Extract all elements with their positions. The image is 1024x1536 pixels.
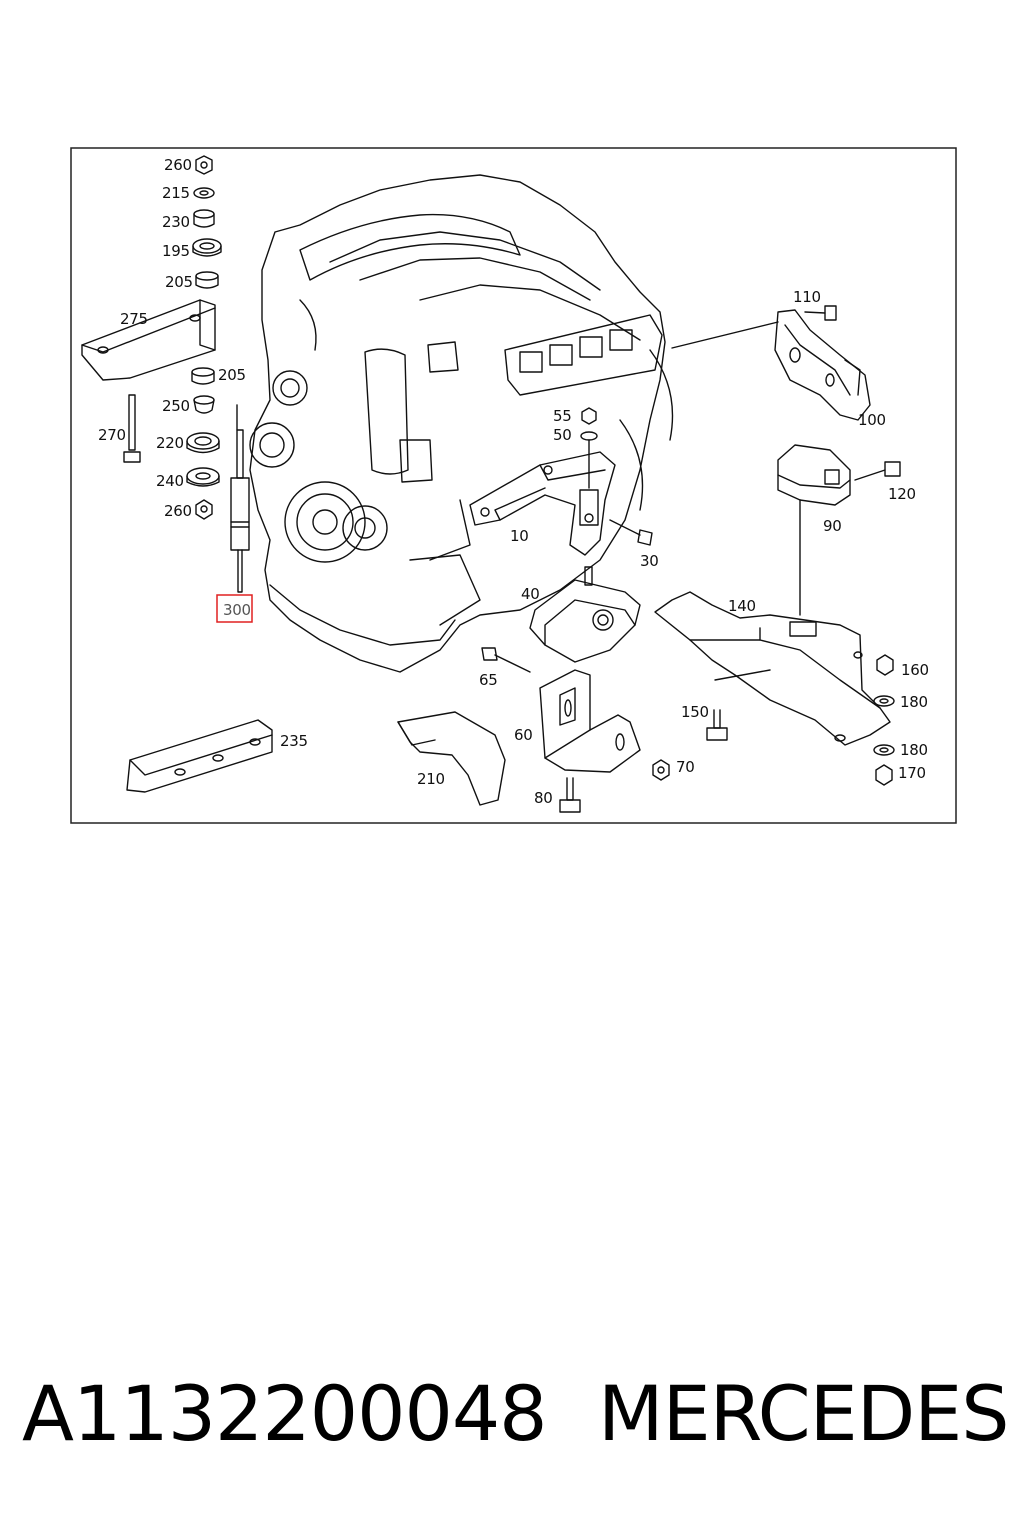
leader-line xyxy=(671,321,779,349)
callout-label[interactable]: 275 xyxy=(120,310,148,328)
exploded-parts-diagram: 260 215 230 195 205 275 205 250 270 220 … xyxy=(70,147,957,824)
callout-label[interactable]: 260 xyxy=(164,156,192,174)
callout-label[interactable]: 205 xyxy=(165,273,193,291)
heat-shield-210 xyxy=(397,711,506,806)
callout-label[interactable]: 210 xyxy=(417,770,445,788)
callout-label[interactable]: 235 xyxy=(280,732,308,750)
callout-label[interactable]: 250 xyxy=(162,397,190,415)
callout-label[interactable]: 140 xyxy=(728,597,756,615)
callout-label[interactable]: 10 xyxy=(510,527,529,545)
callout-label[interactable]: 80 xyxy=(534,789,553,807)
callout-label[interactable]: 30 xyxy=(640,552,659,570)
mount-bracket-60 xyxy=(539,669,670,813)
callout-label[interactable]: 240 xyxy=(156,472,184,490)
callout-label[interactable]: 90 xyxy=(823,517,842,535)
part-number: A1132200048 xyxy=(22,1369,548,1458)
callout-label[interactable]: 215 xyxy=(162,184,190,202)
highlight-box xyxy=(216,594,253,623)
diagram-frame xyxy=(70,147,957,824)
callout-labels: 260 215 230 195 205 275 205 250 270 220 … xyxy=(98,156,929,807)
callout-label[interactable]: 195 xyxy=(162,242,190,260)
diagram-canvas: 260 215 230 195 205 275 205 250 270 220 … xyxy=(70,147,957,824)
crossmember-140 xyxy=(654,591,895,786)
callout-label[interactable]: 65 xyxy=(479,671,498,689)
callout-label[interactable]: 50 xyxy=(553,426,572,444)
brand-name: MERCEDES xyxy=(598,1369,1009,1458)
engine-block xyxy=(249,174,674,673)
callout-label[interactable]: 260 xyxy=(164,502,192,520)
callout-label[interactable]: 180 xyxy=(900,693,928,711)
callout-label[interactable]: 55 xyxy=(553,407,572,425)
callout-label[interactable]: 160 xyxy=(901,661,929,679)
callout-label[interactable]: 70 xyxy=(676,758,695,776)
callout-label[interactable]: 180 xyxy=(900,741,928,759)
left-stack-parts xyxy=(81,155,250,593)
callout-label[interactable]: 150 xyxy=(681,703,709,721)
plate-235 xyxy=(126,719,273,793)
callout-label-highlighted[interactable]: 300 xyxy=(223,601,251,619)
callout-label[interactable]: 110 xyxy=(793,288,821,306)
transmission-mount-90 xyxy=(777,444,901,616)
engine-mount-40 xyxy=(481,566,641,673)
callout-label[interactable]: 120 xyxy=(888,485,916,503)
transmission-bracket-100 xyxy=(774,305,871,421)
callout-label[interactable]: 205 xyxy=(218,366,246,384)
engine-bracket-10 xyxy=(469,407,653,556)
callout-label[interactable]: 270 xyxy=(98,426,126,444)
callout-label[interactable]: 230 xyxy=(162,213,190,231)
callout-label[interactable]: 100 xyxy=(858,411,886,429)
callout-label[interactable]: 60 xyxy=(514,726,533,744)
callout-label[interactable]: 170 xyxy=(898,764,926,782)
callout-label[interactable]: 40 xyxy=(521,585,540,603)
callout-label[interactable]: 220 xyxy=(156,434,184,452)
